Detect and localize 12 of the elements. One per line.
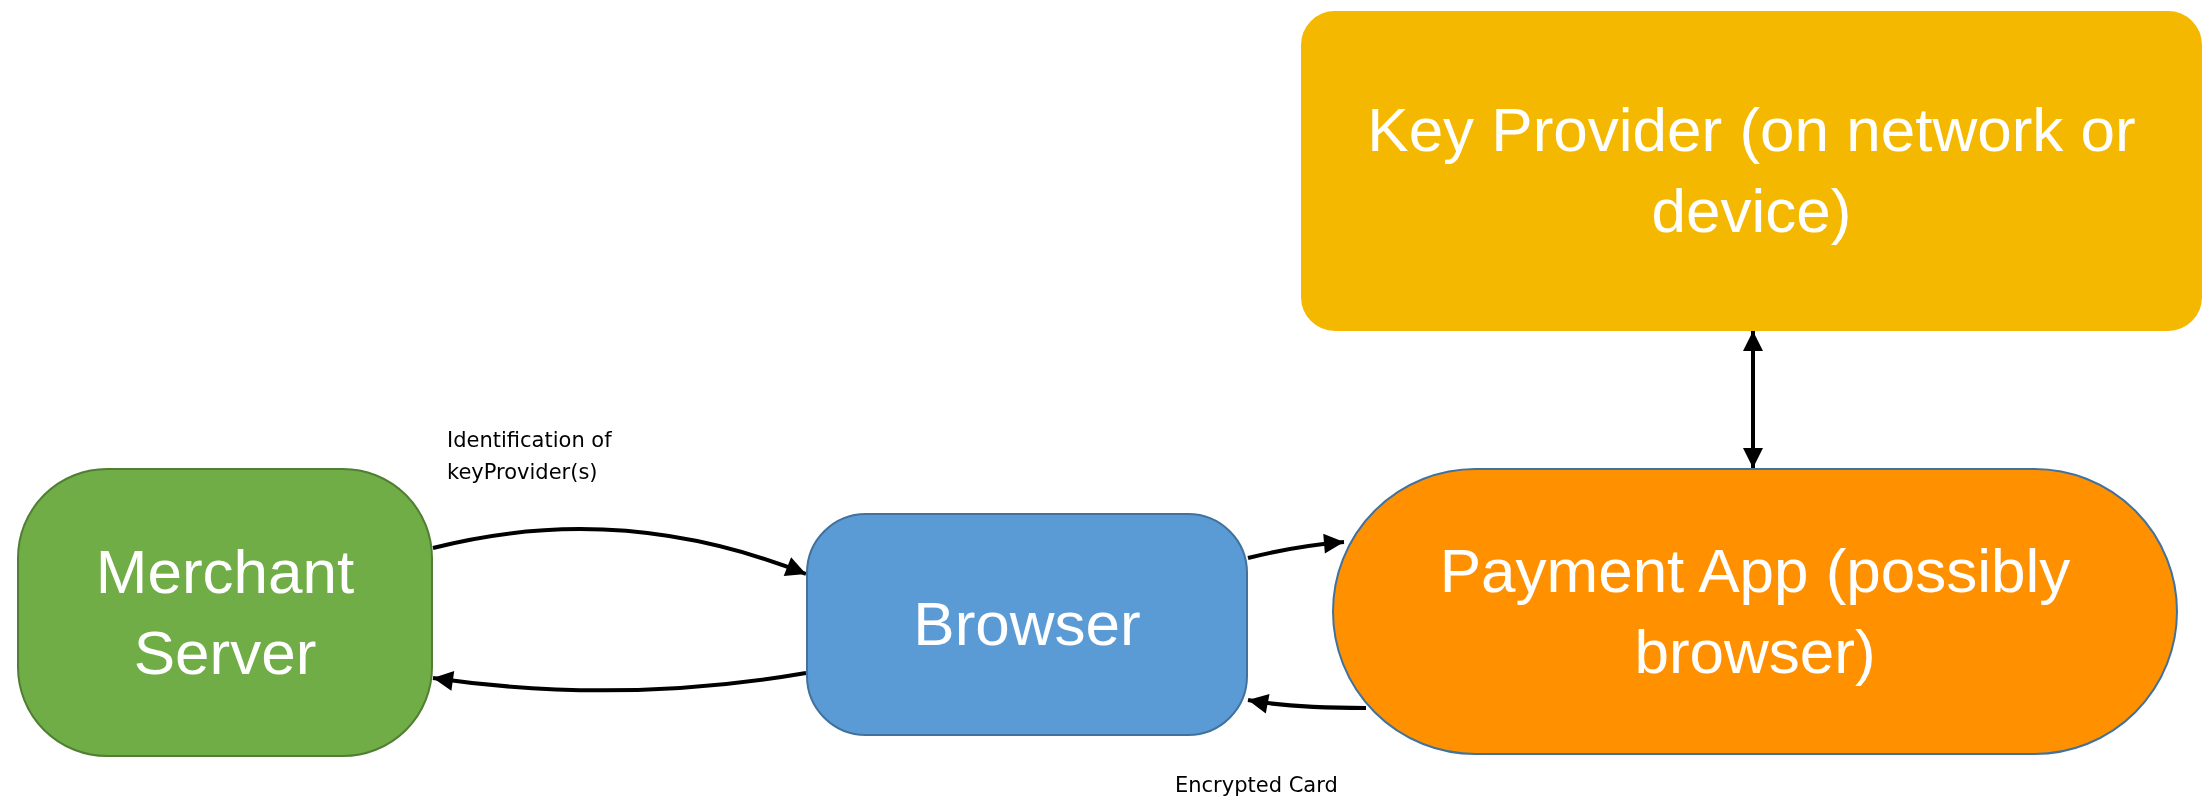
arrow	[1247, 533, 1345, 560]
process-box	[1301, 11, 2202, 331]
node-label: Key Provider (on network or device)	[1366, 94, 2137, 247]
arrow	[432, 670, 807, 693]
node-label: Merchant Server	[94, 535, 356, 689]
node-label: Browser	[913, 588, 1141, 661]
process-box	[17, 468, 433, 757]
arrow	[1743, 331, 1763, 468]
arrow	[432, 527, 807, 577]
process-box	[806, 513, 1248, 736]
node-label: Payment App (possibly browser)	[1438, 534, 2072, 688]
arrow	[1247, 693, 1366, 714]
